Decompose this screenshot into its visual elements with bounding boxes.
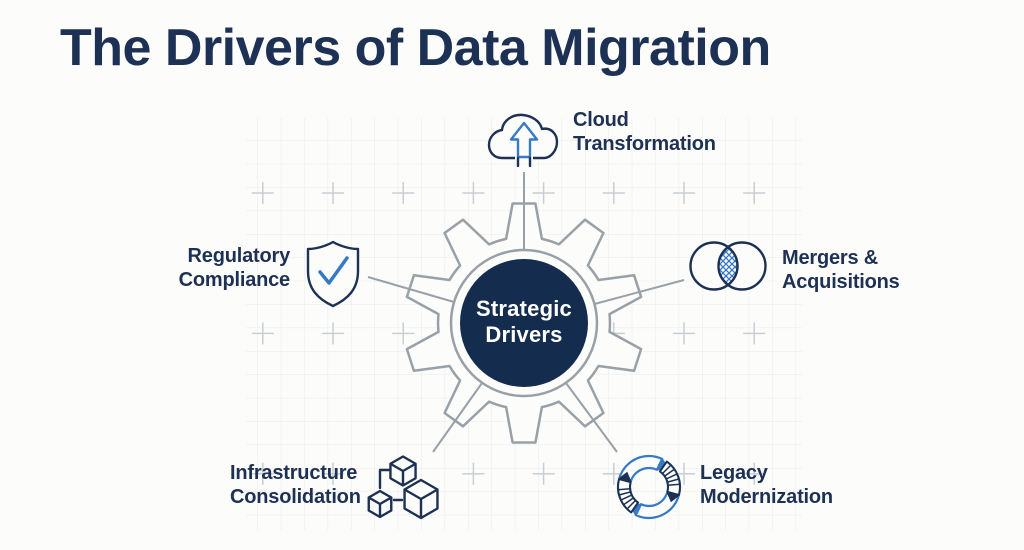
cloud-upload-icon — [487, 113, 559, 168]
driver-label-cloud-transformation: Cloud Transformation — [573, 109, 716, 155]
shield-check-icon — [306, 240, 360, 308]
driver-label-legacy-modernization: Legacy Modernization — [700, 462, 833, 508]
venn-overlap-icon — [689, 241, 767, 291]
connector-right — [594, 279, 685, 305]
page-title: The Drivers of Data Migration — [60, 19, 771, 77]
cubes-icon — [367, 455, 439, 520]
driver-label-infrastructure-consolidation: Infrastructure Consolidation — [230, 462, 361, 508]
driver-label-regulatory-compliance: Regulatory Compliance — [178, 245, 291, 291]
connector-bottom-right — [565, 382, 618, 453]
cycle-arrows-icon — [616, 454, 682, 520]
connector-left — [367, 276, 455, 303]
hub-label: Strategic Drivers — [476, 296, 572, 347]
driver-label-mergers-acquisitions: Mergers & Acquisitions — [782, 247, 900, 293]
connector-lines — [367, 172, 685, 453]
hub-circle — [460, 259, 588, 387]
connector-bottom-left — [432, 382, 483, 453]
